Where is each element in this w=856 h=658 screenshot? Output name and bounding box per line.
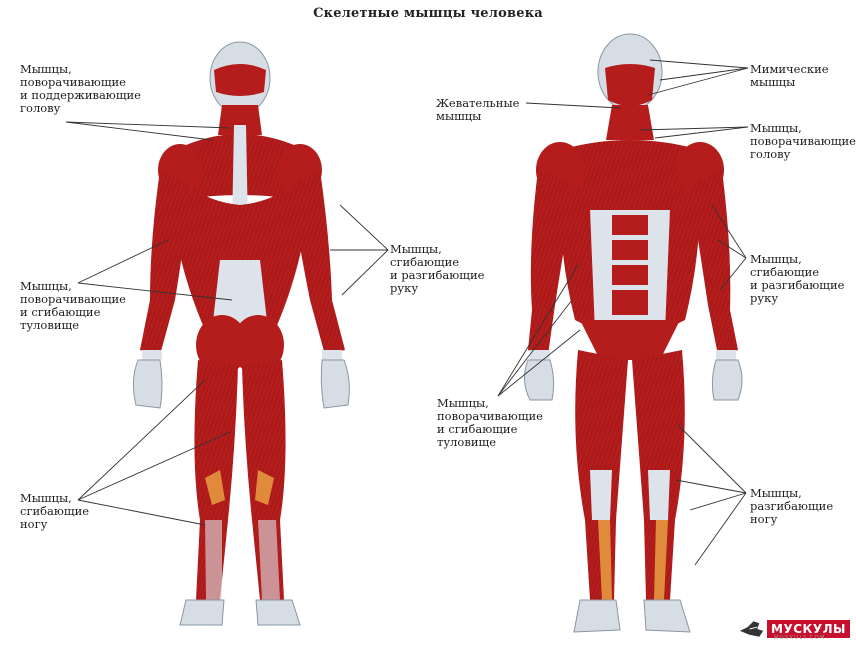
label-front-arm: Мышцы, сгибающие и разгибающие руку — [750, 253, 844, 305]
front-figure — [524, 34, 742, 632]
label-back-leg: Мышцы, сгибающие ногу — [20, 492, 89, 531]
back-figure — [133, 42, 349, 625]
muskuly-logo: МУСКУЛЫ MUSKULY.COM — [738, 616, 850, 642]
label-front-chewing: Жевательные мышцы — [436, 97, 519, 123]
logo-subtext: MUSKULY.COM — [774, 635, 826, 641]
label-back-arm: Мышцы, сгибающие и разгибающие руку — [390, 243, 484, 295]
label-front-mimic: Мимические мышцы — [750, 63, 829, 89]
label-back-head: Мышцы, поворачивающие и поддерживающие г… — [20, 63, 141, 115]
arm-logo-icon — [738, 617, 767, 641]
label-front-torso: Мышцы, поворачивающие и сгибающие тулови… — [437, 397, 543, 449]
label-front-head: Мышцы, поворачивающие голову — [750, 122, 856, 161]
label-back-torso: Мышцы, поворачивающие и сгибающие тулови… — [20, 280, 126, 332]
label-front-leg: Мышцы, разгибающие ногу — [750, 487, 833, 526]
